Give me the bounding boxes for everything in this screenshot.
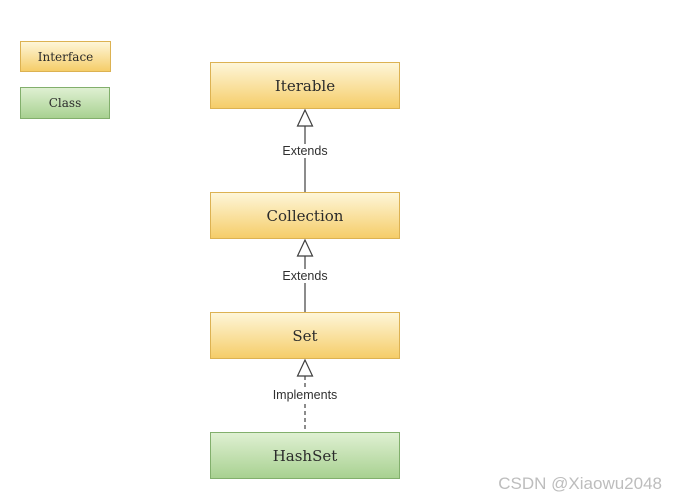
hollow-triangle-arrowhead-icon [296, 238, 314, 257]
extends-arrow-iterable [296, 108, 314, 192]
hollow-triangle-arrowhead-icon [296, 108, 314, 127]
node-set-label: Set [292, 326, 318, 345]
node-collection-label: Collection [266, 206, 344, 225]
node-hashset-label: HashSet [272, 446, 338, 465]
extends-arrow-collection [296, 238, 314, 312]
hollow-triangle-arrowhead-icon [296, 358, 314, 377]
legend-interface-box: Interface [20, 41, 111, 72]
edge-label-extends-2: Extends [278, 269, 332, 283]
legend-interface-label: Interface [37, 49, 94, 64]
legend-class-box: Class [20, 87, 110, 119]
node-iterable: Iterable [210, 62, 400, 109]
csdn-watermark: CSDN @Xiaowu2048 [498, 474, 662, 493]
edge-label-extends-1: Extends [278, 144, 332, 158]
node-collection: Collection [210, 192, 400, 239]
edge-label-implements: Implements [268, 388, 342, 402]
legend-class-label: Class [48, 96, 82, 110]
node-iterable-label: Iterable [274, 76, 336, 95]
implements-arrow-set [296, 358, 314, 432]
node-set: Set [210, 312, 400, 359]
node-hashset: HashSet [210, 432, 400, 479]
